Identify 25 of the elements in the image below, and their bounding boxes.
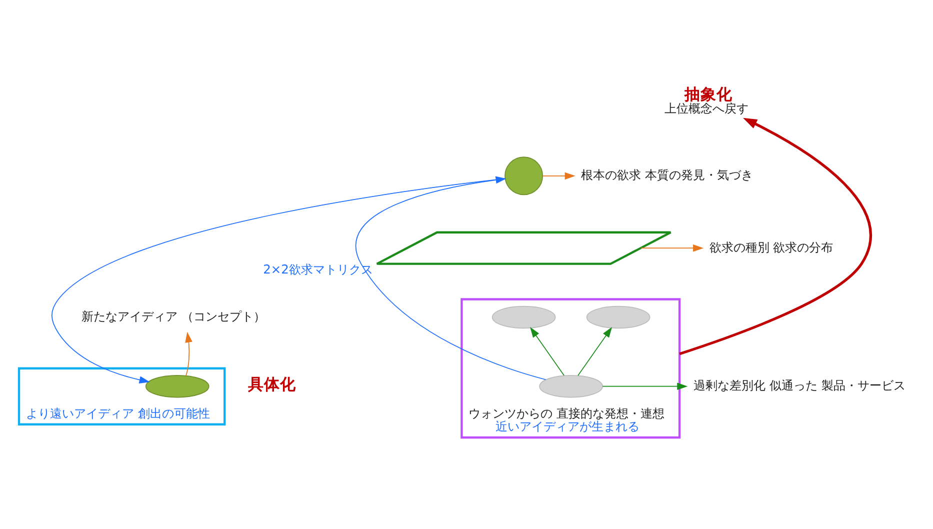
arrow [602, 382, 688, 390]
node-label: より遠いアイディア 創出の可能性 [26, 406, 210, 421]
label: 具体化 [248, 374, 296, 394]
node-label: 近いアイディアが生まれる [495, 420, 640, 434]
arrow [542, 172, 576, 180]
cluster [18, 367, 226, 426]
arrow [530, 326, 564, 376]
node-ellipse [492, 306, 556, 329]
arrow [356, 176, 546, 380]
arrow [578, 326, 612, 376]
node-text: 抽象化 上位概念へ戻す [664, 84, 749, 116]
node-ellipse [145, 374, 210, 398]
arrow [679, 118, 872, 356]
arrow [640, 244, 704, 252]
node-circle [504, 156, 544, 196]
node-text: 欲求の種別 欲求の分布 [709, 240, 834, 254]
node-box [376, 231, 672, 265]
node-text: 根本の欲求 本質の発見・気づき [581, 168, 753, 182]
cluster [460, 298, 681, 439]
node-text: 新たなアイディア （コンセプト） [82, 309, 266, 324]
arrow [185, 332, 192, 376]
node-ellipse [539, 374, 603, 398]
node-text: 過剰な差別化 似通った 製品・サービス [694, 378, 906, 393]
node-ellipse [586, 306, 650, 329]
node-label: ウォンツからの 直接的な発想・連想 [468, 406, 665, 421]
